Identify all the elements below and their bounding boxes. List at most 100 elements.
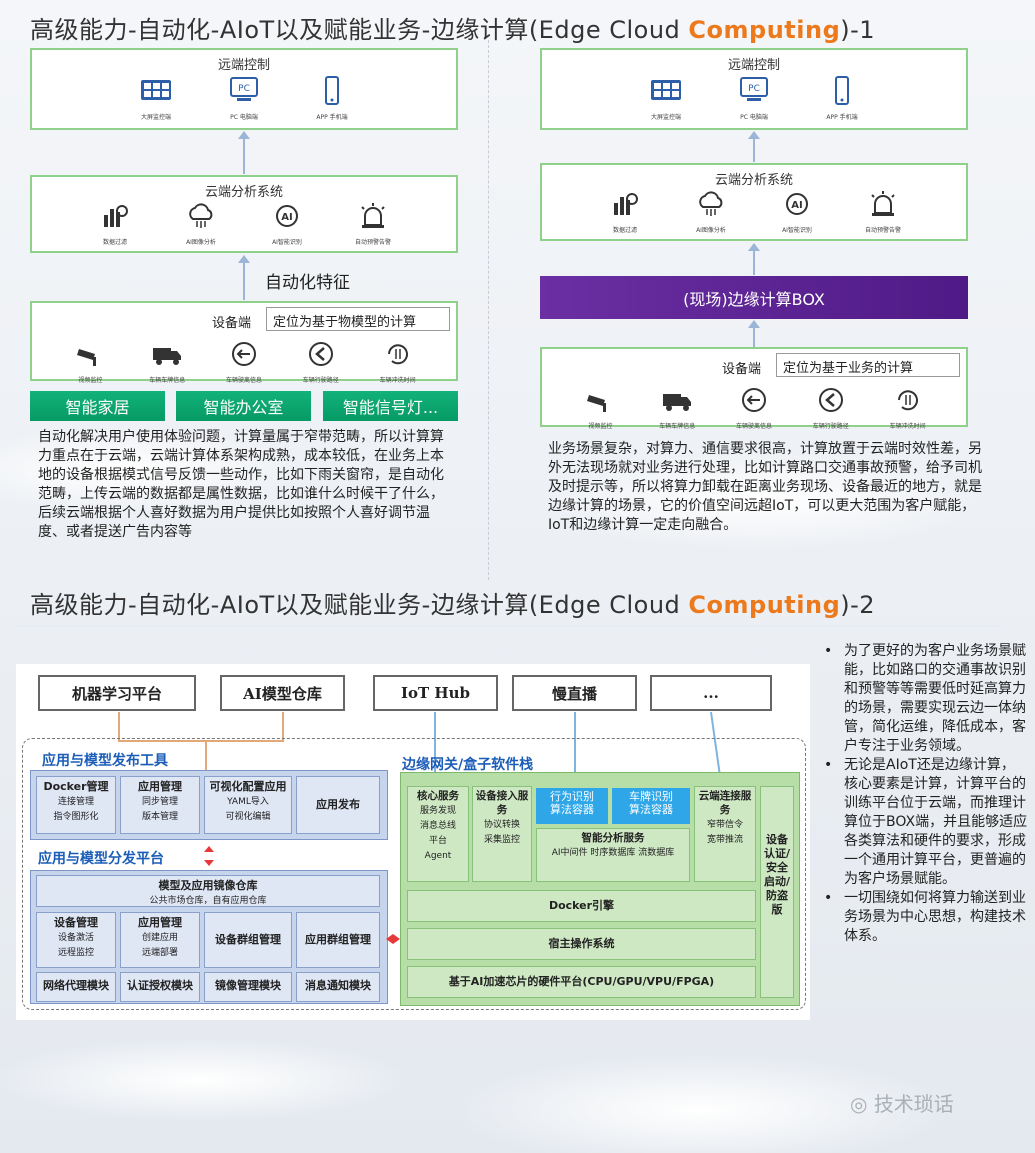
cloud-connect-service: 云端连接服务窄带信令 宽带推流 bbox=[694, 786, 756, 882]
image-repository: 模型及应用镜像仓库公共市场仓库，自有应用仓库 bbox=[36, 875, 380, 907]
icon-label: 车辆驶离信息 bbox=[735, 423, 772, 430]
double-arrow-right bbox=[393, 934, 400, 944]
hardware-platform: 基于AI加速芯片的硬件平台(CPU/GPU/VPU/FPGA) bbox=[407, 966, 756, 998]
cell-title: 应用发布 bbox=[316, 798, 360, 811]
cell-sub: YAML导入 可视化编辑 bbox=[225, 797, 271, 822]
behavior-recognition-container: 行为识别 算法容器 bbox=[536, 788, 608, 824]
watermark: ◎ 技术琐话 bbox=[850, 1088, 954, 1117]
icon-label: PC 电脑端 bbox=[740, 114, 768, 121]
right-remote-title: 远端控制 bbox=[727, 58, 780, 73]
cell-sub: 设备激活 远程监控 bbox=[57, 933, 94, 958]
cell-title: 应用群组管理 bbox=[305, 933, 371, 946]
connector bbox=[434, 712, 436, 776]
app-management-2: 应用管理创建应用 远端部署 bbox=[120, 912, 200, 968]
cloud-connect-title: 云端连接服务 bbox=[698, 790, 752, 816]
cell-title: 设备管理 bbox=[54, 916, 98, 929]
device-management: 设备管理设备激活 远程监控 bbox=[36, 912, 116, 968]
connector bbox=[282, 712, 284, 742]
ai-cloud-item: AI图像分析 bbox=[668, 189, 754, 234]
camera-icon bbox=[583, 385, 617, 419]
left-paragraph: 自动化解决用户使用体验问题，计算量属于窄带范畴，所以计算算力重点在于云端，云端计… bbox=[38, 429, 444, 540]
arrow-up bbox=[238, 131, 250, 174]
cloud-connect-sub: 窄带信令 宽带推流 bbox=[706, 820, 743, 845]
data-filter-item: 数据过滤 bbox=[582, 189, 668, 234]
icon-label: PC 电脑端 bbox=[230, 114, 258, 121]
scenario-smart-office: 智能办公室 bbox=[176, 391, 311, 421]
pc-icon: PC bbox=[227, 76, 261, 110]
speed-item: 车辆驶离信息 bbox=[716, 385, 793, 430]
cell-sub: 创建应用 远端部署 bbox=[141, 933, 178, 958]
speed-icon bbox=[737, 385, 771, 419]
cell-title: 应用管理 bbox=[138, 916, 182, 929]
svg-text:PC: PC bbox=[748, 84, 760, 94]
speed-item: 车辆驶离信息 bbox=[206, 339, 283, 384]
access-title: 设备接入服务 bbox=[475, 790, 529, 816]
alarm-item: 自动预警告警 bbox=[840, 189, 926, 234]
icon-label: 视频监控 bbox=[78, 377, 103, 384]
analysis-title: 智能分析服务 bbox=[581, 832, 645, 844]
wechat-icon: ◎ bbox=[850, 1092, 868, 1116]
left-device-box: 定位为基于物模型的计算 bbox=[266, 307, 450, 331]
divider bbox=[488, 40, 489, 580]
cell-title: 认证授权模块 bbox=[127, 979, 193, 992]
icon-label: 自动预警告警 bbox=[354, 239, 391, 246]
edge-computing-box: (现场)边缘计算BOX bbox=[540, 276, 968, 319]
rush-icon bbox=[891, 385, 925, 419]
connector bbox=[205, 740, 207, 774]
watermark-text: 技术琐话 bbox=[873, 1092, 954, 1116]
left-cloud-title: 云端分析系统 bbox=[204, 185, 283, 200]
monitor-wall-icon bbox=[139, 76, 173, 110]
cell-sub: 同步管理 版本管理 bbox=[141, 797, 178, 822]
arrow-up bbox=[748, 243, 760, 275]
title-underline bbox=[14, 625, 999, 627]
monitor-wall-icon bbox=[649, 76, 683, 110]
camera-item: 视频监控 bbox=[562, 385, 639, 430]
cell-title: 可视化配置应用 bbox=[209, 780, 287, 793]
monitor-wall-item: 大屏监控端 bbox=[112, 76, 200, 121]
cell-title: 设备群组管理 bbox=[215, 933, 281, 946]
left-device-panel: 设备端 定位为基于物模型的计算 视频监控车辆车牌信息车辆驶离信息车辆行驶路径车辆… bbox=[30, 301, 458, 384]
scenario-smart-signal: 智能信号灯... bbox=[323, 391, 458, 421]
device-group-management: 设备群组管理 bbox=[204, 912, 292, 968]
cell-title: Docker管理 bbox=[43, 780, 109, 793]
double-arrow-left bbox=[386, 934, 393, 944]
rush-icon bbox=[381, 339, 415, 373]
icon-label: AI智能识别 bbox=[782, 227, 812, 234]
icon-label: 大屏监控端 bbox=[650, 114, 681, 121]
cell-title: 消息通知模块 bbox=[305, 979, 371, 992]
iot-hub-box: IoT Hub bbox=[373, 675, 498, 711]
repo-sub: 公共市场仓库，自有应用仓库 bbox=[149, 896, 267, 906]
ai-recognition-item: AI AI智能识别 bbox=[754, 189, 840, 234]
icon-label: 车辆冲洗时间 bbox=[889, 423, 926, 430]
right-device-panel: 设备端 定位为基于业务的计算 视频监控车辆车牌信息车辆驶离信息车辆行驶路径车辆冲… bbox=[540, 347, 968, 430]
bullet: 无论是AIoT还是边缘计算，核心要素是计算，计算平台的训练平台位于云端，而推理计… bbox=[820, 756, 1028, 889]
double-arrow-up bbox=[204, 846, 214, 852]
arrow-up bbox=[238, 255, 250, 300]
route-item: 车辆行驶路径 bbox=[792, 385, 869, 430]
ai-cloud-item: AI图像分析 bbox=[158, 201, 244, 246]
icon-label: 视频监控 bbox=[588, 423, 613, 430]
slide1-title: 高级能力-自动化-AIoT以及赋能业务-边缘计算(Edge Cloud Comp… bbox=[30, 16, 876, 44]
icon-label: 车辆冲洗时间 bbox=[379, 377, 416, 384]
truck-item: 车辆车牌信息 bbox=[129, 339, 206, 384]
core-sub: 服务发现 消息总线 平台 Agent bbox=[419, 806, 456, 861]
icon-label: APP 手机端 bbox=[316, 114, 348, 121]
more-box: ... bbox=[650, 675, 772, 711]
speed-icon bbox=[227, 339, 261, 373]
repo-title: 模型及应用镜像仓库 bbox=[158, 879, 258, 892]
route-icon bbox=[814, 385, 848, 419]
visual-config: 可视化配置应用 YAML导入 可视化编辑 bbox=[204, 776, 292, 834]
app-management: 应用管理同步管理 版本管理 bbox=[120, 776, 200, 834]
connector bbox=[118, 712, 120, 742]
rush-item: 车辆冲洗时间 bbox=[869, 385, 946, 430]
icon-label: AI图像分析 bbox=[186, 239, 216, 246]
core-service: 核心服务服务发现 消息总线 平台 Agent bbox=[407, 786, 469, 882]
icon-label: 车辆车牌信息 bbox=[149, 377, 186, 384]
svg-text:PC: PC bbox=[238, 84, 250, 94]
ai-recognition-icon: AI bbox=[780, 189, 814, 223]
alarm-icon bbox=[356, 201, 390, 235]
